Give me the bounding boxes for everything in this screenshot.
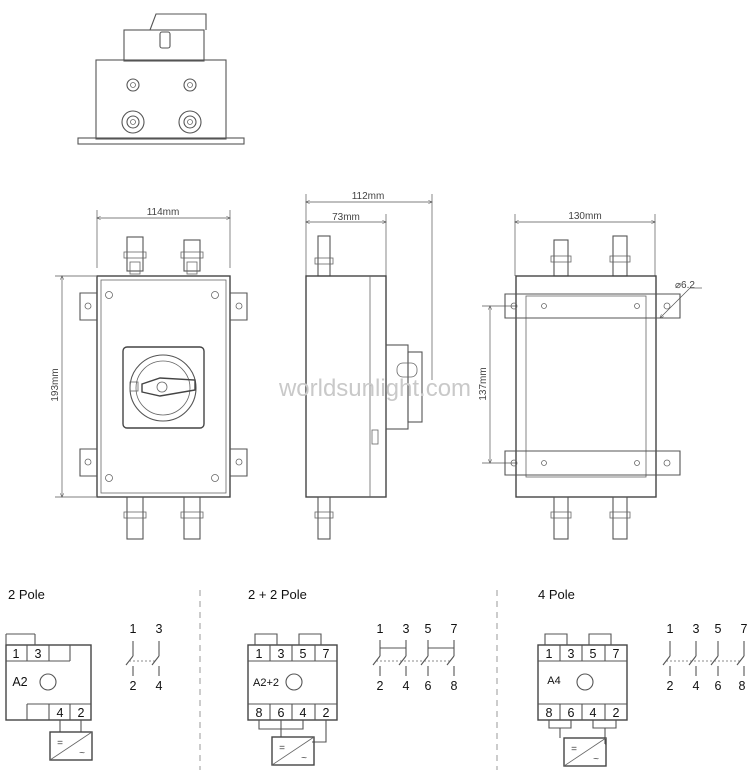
switch-bottom-4: 8: [451, 679, 458, 693]
box-label: A2: [12, 675, 27, 689]
switch-bottom-2: 4: [156, 679, 163, 693]
switch-top-4: 7: [451, 622, 458, 636]
switch-bottom-3: 6: [425, 679, 432, 693]
front-width-dim: 114mm: [147, 207, 180, 218]
switch-top-3: 5: [425, 622, 432, 636]
pin-top-2: 3: [568, 647, 575, 661]
switch-top-2: 3: [403, 622, 410, 636]
switch-top-4: 7: [741, 622, 748, 636]
switch-top-1: 1: [667, 622, 674, 636]
pin-top-3: 5: [300, 647, 307, 661]
pin-top-2: 3: [278, 647, 285, 661]
pin-bottom-3: 4: [590, 706, 597, 720]
pin-top-3: 5: [590, 647, 597, 661]
converter-dc: =: [571, 744, 577, 755]
panel-title: 4 Pole: [538, 587, 575, 602]
pin-bottom-1: 8: [256, 706, 263, 720]
panel-4-pole: 4 Pole 1 3 5 7 A4 8 6 4 2 = ~ 1 3 5 7: [537, 587, 748, 767]
watermark: worldsunlight.com: [278, 375, 471, 402]
switch-bottom-1: 2: [667, 679, 674, 693]
switch-bottom-2: 4: [693, 679, 700, 693]
pin-bottom-1: 8: [546, 706, 553, 720]
pin-top-4: 7: [613, 647, 620, 661]
pin-bottom-2: 6: [278, 706, 285, 720]
switch-bottom-4: 8: [739, 679, 746, 693]
back-width-dim: 130mm: [568, 211, 601, 222]
side-depth-dim: 112mm: [352, 191, 385, 202]
switch-top-2: 3: [693, 622, 700, 636]
pin-bottom-2: 2: [78, 706, 85, 720]
panel-title: 2 + 2 Pole: [248, 587, 307, 602]
side-view: 112mm 73mm: [305, 191, 432, 540]
pin-top-1: 1: [13, 647, 20, 661]
pin-bottom-4: 2: [323, 706, 330, 720]
pin-bottom-3: 4: [300, 706, 307, 720]
switch-top-1: 1: [377, 622, 384, 636]
pin-top-1: 1: [256, 647, 263, 661]
back-view: 130mm 137mm ⌀6.2: [478, 211, 702, 540]
pin-bottom-2: 6: [568, 706, 575, 720]
box-label: A4: [547, 675, 560, 687]
pin-top-2: 3: [35, 647, 42, 661]
switch-bottom-2: 4: [403, 679, 410, 693]
panel-2-pole: 2 Pole 1 3 A2 4 2 = ~ 1 3 2 4: [5, 587, 163, 761]
side-depth-inner-dim: 73mm: [332, 212, 360, 223]
converter-ac: ~: [79, 748, 85, 759]
converter-dc: =: [57, 738, 63, 749]
pin-top-1: 1: [546, 647, 553, 661]
top-view: [77, 13, 245, 145]
switch-bottom-1: 2: [377, 679, 384, 693]
converter-ac: ~: [593, 754, 599, 765]
pin-bottom-4: 2: [613, 706, 620, 720]
panel-title: 2 Pole: [8, 587, 45, 602]
hole-diameter-dim: ⌀6.2: [675, 280, 695, 291]
front-height-dim: 193mm: [50, 368, 61, 401]
converter-dc: =: [279, 743, 285, 754]
front-view: 114mm 193mm: [50, 207, 248, 540]
panel-2-plus-2-pole: 2 + 2 Pole 1 3 5 7 A2+2 8 6 4 2 = ~ 1 3 …: [247, 587, 458, 766]
switch-top-1: 1: [130, 622, 137, 636]
converter-ac: ~: [301, 753, 307, 764]
pin-bottom-1: 4: [57, 706, 64, 720]
pin-top-4: 7: [323, 647, 330, 661]
switch-top-3: 5: [715, 622, 722, 636]
switch-top-2: 3: [156, 622, 163, 636]
back-height-dim: 137mm: [478, 367, 489, 400]
switch-bottom-1: 2: [130, 679, 137, 693]
box-label: A2+2: [253, 677, 279, 689]
switch-bottom-3: 6: [715, 679, 722, 693]
